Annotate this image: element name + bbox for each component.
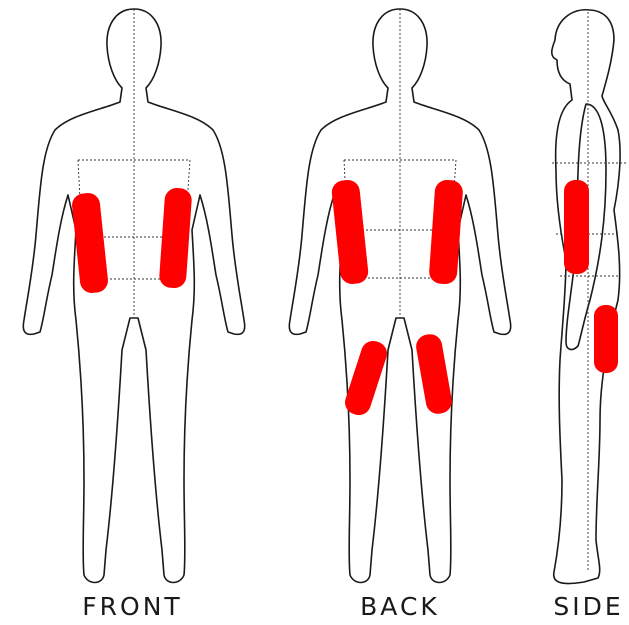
side-marker-back-thigh [594, 305, 618, 373]
back-marker-left-waist [331, 179, 370, 285]
side-figure [552, 10, 626, 584]
side-view-label: SIDE [548, 592, 629, 622]
side-marker-waist [564, 180, 589, 274]
back-view-label: BACK [345, 592, 455, 622]
front-view-label: FRONT [70, 592, 195, 622]
side-figure-outline [552, 10, 620, 584]
front-marker-right-waist [159, 187, 193, 289]
back-figure [289, 9, 510, 583]
front-marker-left-waist [71, 192, 109, 294]
back-figure-outline [289, 9, 510, 583]
back-marker-right-waist [428, 179, 463, 285]
back-marker-left-thigh [342, 338, 390, 418]
front-figure-outline [23, 9, 244, 583]
back-marker-right-thigh [414, 332, 453, 415]
front-figure [23, 9, 244, 583]
